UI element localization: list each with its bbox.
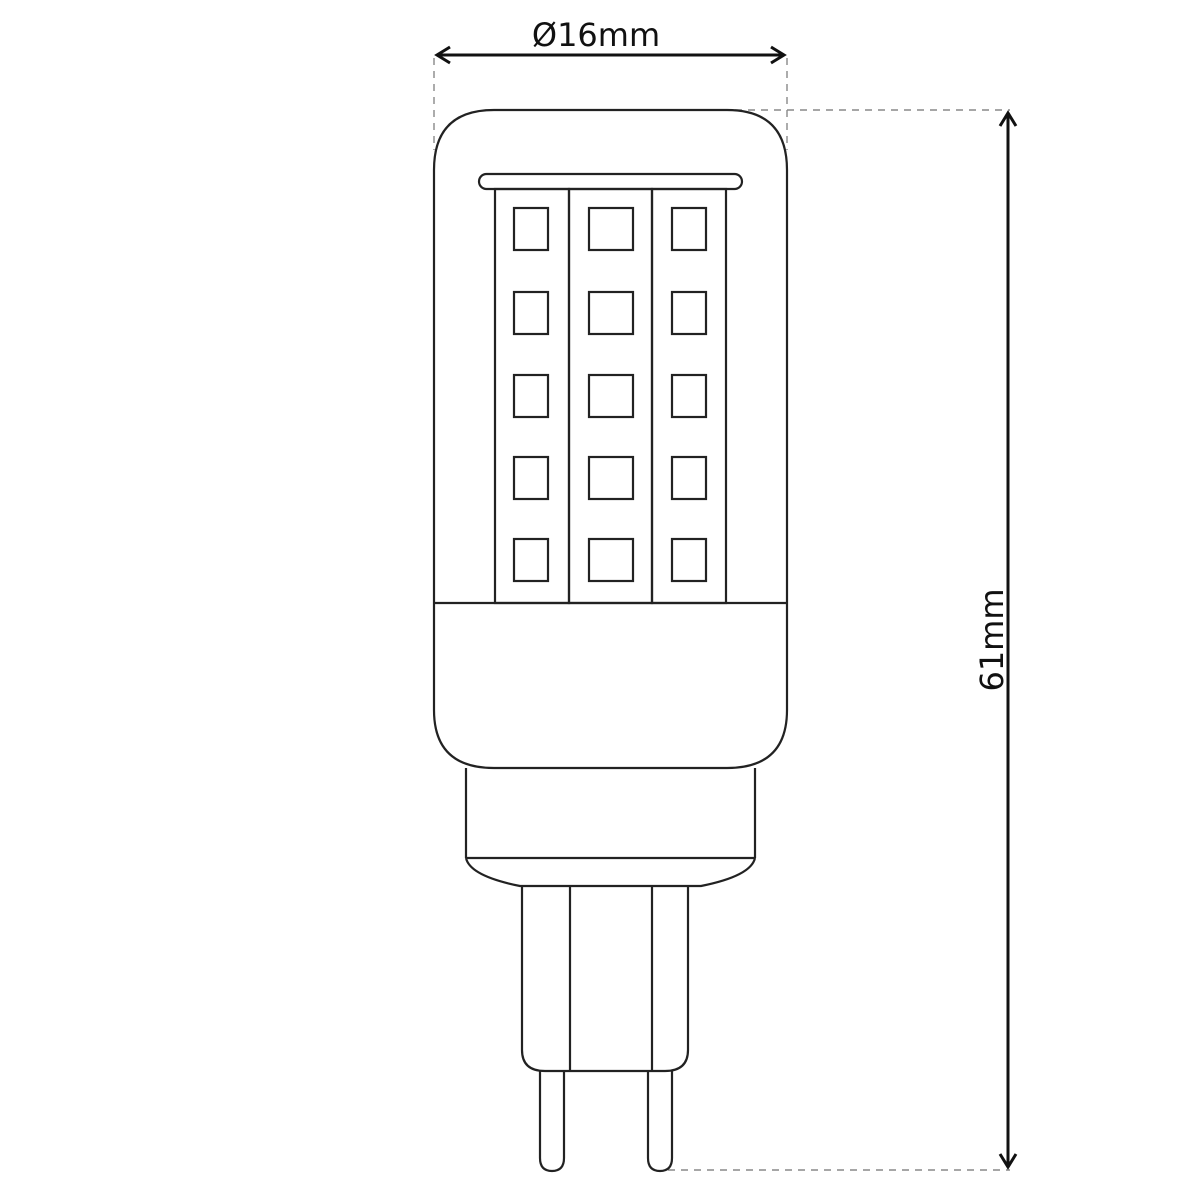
height-label: 61mm — [973, 588, 1011, 691]
bulb-pins — [538, 1071, 674, 1173]
width-dimension: Ø16mm — [433, 16, 788, 150]
bulb-base — [520, 886, 690, 1073]
height-dimension: 61mm — [668, 109, 1018, 1171]
bulb-neck — [464, 768, 757, 888]
left-pin — [538, 1071, 566, 1173]
right-pin — [646, 1071, 674, 1173]
bulb-body — [432, 108, 789, 770]
width-label: Ø16mm — [532, 16, 660, 54]
led-chips — [512, 206, 708, 583]
